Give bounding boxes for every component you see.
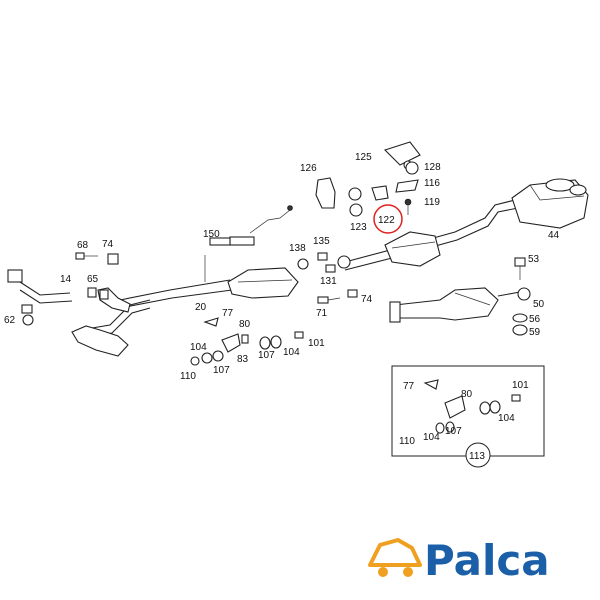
part-label: 74	[102, 239, 114, 250]
part-label: 104	[423, 432, 440, 443]
part-label: 62	[4, 315, 16, 326]
rear-muffler	[511, 178, 589, 229]
kit-inset-113	[391, 365, 545, 468]
part-label: 50	[533, 299, 545, 310]
right-converter-section	[389, 287, 531, 323]
part-label: 138	[289, 243, 306, 254]
part-label: 77	[222, 308, 234, 319]
part-label: 68	[77, 240, 89, 251]
part-label: 116	[424, 178, 440, 189]
part-label: 122	[378, 215, 395, 226]
part-label: 123	[350, 222, 367, 233]
part-label: 113	[469, 451, 485, 462]
part-label: 65	[87, 274, 99, 285]
part-label: 107	[258, 350, 275, 361]
part-label: 135	[313, 236, 330, 247]
part-label: 83	[237, 354, 249, 365]
part-label: 101	[308, 338, 325, 349]
highlight-circle-122	[373, 204, 403, 234]
part-label: 53	[528, 254, 540, 265]
part-label: 128	[424, 162, 441, 173]
part-label: 101	[512, 380, 529, 391]
part-label: 125	[355, 152, 372, 163]
part-label: 110	[180, 371, 196, 382]
exhaust-pipe-assembly	[19, 199, 519, 339]
car-icon	[368, 538, 422, 577]
part-label: 71	[316, 308, 328, 319]
part-label: 14	[60, 274, 72, 285]
part-label: 77	[403, 381, 415, 392]
part-label: 80	[239, 319, 251, 330]
part-label: 150	[203, 229, 220, 240]
brand-name: Palca	[424, 536, 550, 585]
part-label: 74	[361, 294, 373, 305]
part-label: 104	[190, 342, 207, 353]
small-hardware	[75, 205, 528, 366]
part-label: 104	[283, 347, 300, 358]
part-label: 59	[529, 327, 541, 338]
palca-logo: Palca	[368, 536, 550, 585]
hanger-brackets	[315, 141, 421, 217]
part-label: 80	[461, 389, 473, 400]
middle-catalytic-converter	[384, 231, 441, 267]
part-label: 107	[213, 365, 230, 376]
part-label: 131	[320, 276, 337, 287]
front-flange	[7, 269, 34, 326]
front-catalytic-converter	[227, 267, 299, 299]
part-label: 44	[548, 230, 560, 241]
part-label: 56	[529, 314, 541, 325]
part-label: 20	[195, 302, 207, 313]
part-label: 104	[498, 413, 515, 424]
part-label: 110	[399, 436, 415, 447]
part-label: 126	[300, 163, 317, 174]
part-label: 119	[424, 197, 440, 208]
part-number-labels: 125 128 116 119 126 122 123 44 150 138 1…	[4, 152, 560, 462]
part-label: 107	[445, 426, 462, 437]
